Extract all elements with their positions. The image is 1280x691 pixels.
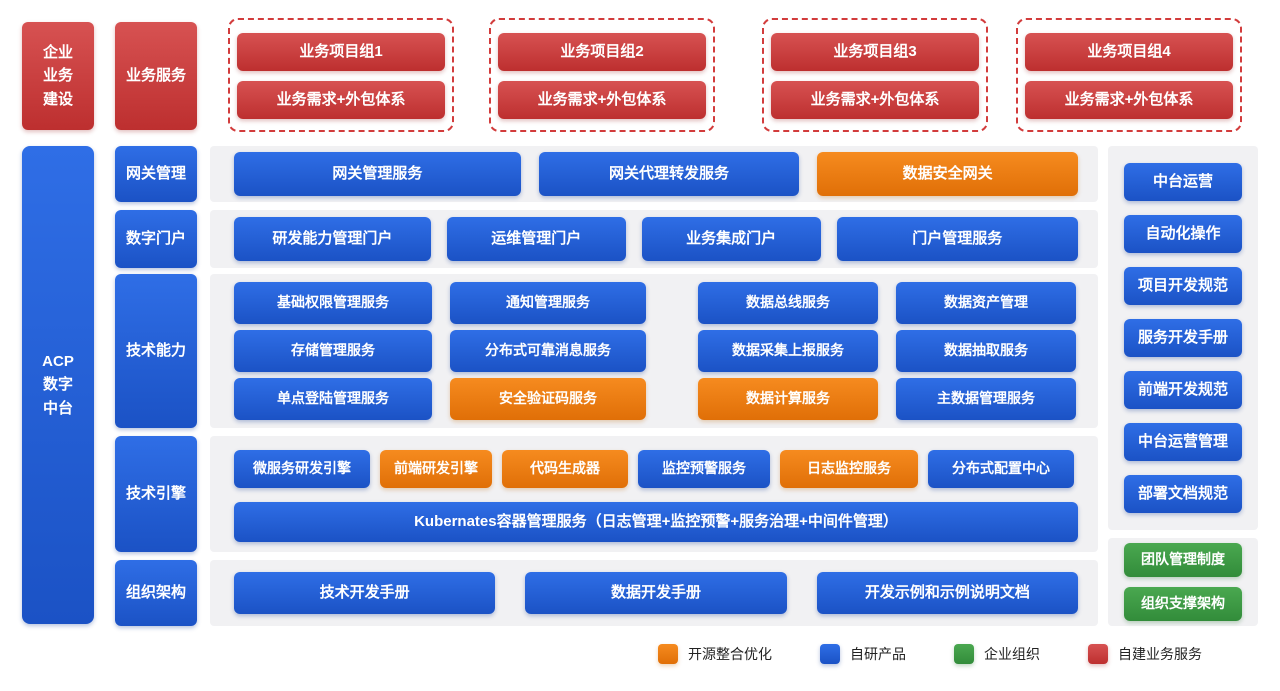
service-chip-kubernetes-container: Kubernates容器管理服务（日志管理+监控预警+服务治理+中间件管理） xyxy=(234,502,1078,542)
portal-panel: 研发能力管理门户 运维管理门户 业务集成门户 门户管理服务 xyxy=(210,210,1098,268)
category-tech-capability: 技术能力 xyxy=(115,274,197,428)
engine-panel: 微服务研发引擎 前端研发引擎 代码生成器 监控预警服务 日志监控服务 分布式配置… xyxy=(210,436,1098,552)
business-group-subtitle: 业务需求+外包体系 xyxy=(1025,81,1233,119)
category-gateway-management: 网关管理 xyxy=(115,146,197,202)
service-chip-business-integration-portal: 业务集成门户 xyxy=(641,217,821,261)
pillar-enterprise-business-construction: 企业 业务 建设 xyxy=(22,22,94,130)
category-digital-portal: 数字门户 xyxy=(115,210,197,268)
service-chip-ops-portal: 运维管理门户 xyxy=(446,217,626,261)
side-chip-org-support: 组织支撑架构 xyxy=(1124,587,1242,621)
legend-item-open-source: 开源整合优化 xyxy=(658,644,772,664)
category-org-structure: 组织架构 xyxy=(115,560,197,626)
business-group-3: 业务项目组3 业务需求+外包体系 xyxy=(762,18,988,132)
legend-item-enterprise-org: 企业组织 xyxy=(954,644,1040,664)
legend-swatch-orange xyxy=(658,644,678,664)
business-group-2: 业务项目组2 业务需求+外包体系 xyxy=(489,18,715,132)
legend-swatch-blue xyxy=(820,644,840,664)
gateway-panel: 网关管理服务 网关代理转发服务 数据安全网关 xyxy=(210,146,1098,202)
platform-pillar-acp: ACP 数字 中台 xyxy=(22,146,94,624)
service-chip-gateway-proxy-forward: 网关代理转发服务 xyxy=(538,152,800,196)
business-group-subtitle: 业务需求+外包体系 xyxy=(498,81,706,119)
right-standards-panel: 中台运营 自动化操作 项目开发规范 服务开发手册 前端开发规范 中台运营管理 部… xyxy=(1108,146,1258,530)
side-chip-service-dev-handbook: 服务开发手册 xyxy=(1124,319,1242,357)
side-chip-frontend-dev-standard: 前端开发规范 xyxy=(1124,371,1242,409)
service-chip-code-generator: 代码生成器 xyxy=(502,450,628,488)
service-chip-data-asset: 数据资产管理 xyxy=(896,282,1076,324)
service-chip-data-dev-handbook: 数据开发手册 xyxy=(525,572,787,614)
side-chip-project-dev-standard: 项目开发规范 xyxy=(1124,267,1242,305)
business-group-title: 业务项目组2 xyxy=(498,33,706,71)
business-group-4: 业务项目组4 业务需求+外包体系 xyxy=(1016,18,1242,132)
service-chip-distributed-message: 分布式可靠消息服务 xyxy=(450,330,646,372)
legend: 开源整合优化 自研产品 企业组织 自建业务服务 xyxy=(658,644,1202,664)
side-chip-team-management: 团队管理制度 xyxy=(1124,543,1242,577)
business-group-title: 业务项目组1 xyxy=(237,33,445,71)
legend-label: 开源整合优化 xyxy=(688,646,772,662)
legend-swatch-red xyxy=(1088,644,1108,664)
service-chip-frontend-engine: 前端研发引擎 xyxy=(380,450,492,488)
business-group-title: 业务项目组3 xyxy=(771,33,979,71)
category-tech-engine: 技术引擎 xyxy=(115,436,197,552)
service-chip-rd-capability-portal: 研发能力管理门户 xyxy=(234,217,431,261)
service-chip-monitor-alert: 监控预警服务 xyxy=(638,450,770,488)
legend-swatch-green xyxy=(954,644,974,664)
pillar-business-services: 业务服务 xyxy=(115,22,197,130)
service-chip-distributed-config: 分布式配置中心 xyxy=(928,450,1074,488)
service-chip-notification: 通知管理服务 xyxy=(450,282,646,324)
service-chip-master-data: 主数据管理服务 xyxy=(896,378,1076,420)
legend-item-self-developed: 自研产品 xyxy=(820,644,906,664)
side-chip-platform-ops-management: 中台运营管理 xyxy=(1124,423,1242,461)
business-group-1: 业务项目组1 业务需求+外包体系 xyxy=(228,18,454,132)
service-chip-data-compute: 数据计算服务 xyxy=(698,378,878,420)
service-chip-data-collection-report: 数据采集上报服务 xyxy=(698,330,878,372)
legend-item-self-built-business: 自建业务服务 xyxy=(1088,644,1202,664)
service-chip-log-monitor: 日志监控服务 xyxy=(780,450,918,488)
business-group-title: 业务项目组4 xyxy=(1025,33,1233,71)
org-panel: 技术开发手册 数据开发手册 开发示例和示例说明文档 xyxy=(210,560,1098,626)
service-chip-data-bus: 数据总线服务 xyxy=(698,282,878,324)
side-chip-automation: 自动化操作 xyxy=(1124,215,1242,253)
business-group-subtitle: 业务需求+外包体系 xyxy=(771,81,979,119)
side-chip-deploy-doc-standard: 部署文档规范 xyxy=(1124,475,1242,513)
service-chip-tech-dev-handbook: 技术开发手册 xyxy=(234,572,496,614)
legend-label: 自研产品 xyxy=(850,646,906,662)
service-chip-data-security-gateway: 数据安全网关 xyxy=(817,152,1078,196)
service-chip-microservice-engine: 微服务研发引擎 xyxy=(234,450,370,488)
legend-label: 自建业务服务 xyxy=(1118,646,1202,662)
capability-panel: 基础权限管理服务 通知管理服务 数据总线服务 数据资产管理 存储管理服务 分布式… xyxy=(210,274,1098,428)
legend-label: 企业组织 xyxy=(984,646,1040,662)
service-chip-gateway-management: 网关管理服务 xyxy=(234,152,521,196)
service-chip-data-extraction: 数据抽取服务 xyxy=(896,330,1076,372)
side-chip-platform-operation: 中台运营 xyxy=(1124,163,1242,201)
service-chip-basic-permission: 基础权限管理服务 xyxy=(234,282,432,324)
right-org-panel: 团队管理制度 组织支撑架构 xyxy=(1108,538,1258,626)
service-chip-captcha: 安全验证码服务 xyxy=(450,378,646,420)
service-chip-dev-examples-docs: 开发示例和示例说明文档 xyxy=(816,572,1078,614)
service-chip-portal-management: 门户管理服务 xyxy=(836,217,1078,261)
business-group-subtitle: 业务需求+外包体系 xyxy=(237,81,445,119)
service-chip-storage-management: 存储管理服务 xyxy=(234,330,432,372)
service-chip-sso-management: 单点登陆管理服务 xyxy=(234,378,432,420)
